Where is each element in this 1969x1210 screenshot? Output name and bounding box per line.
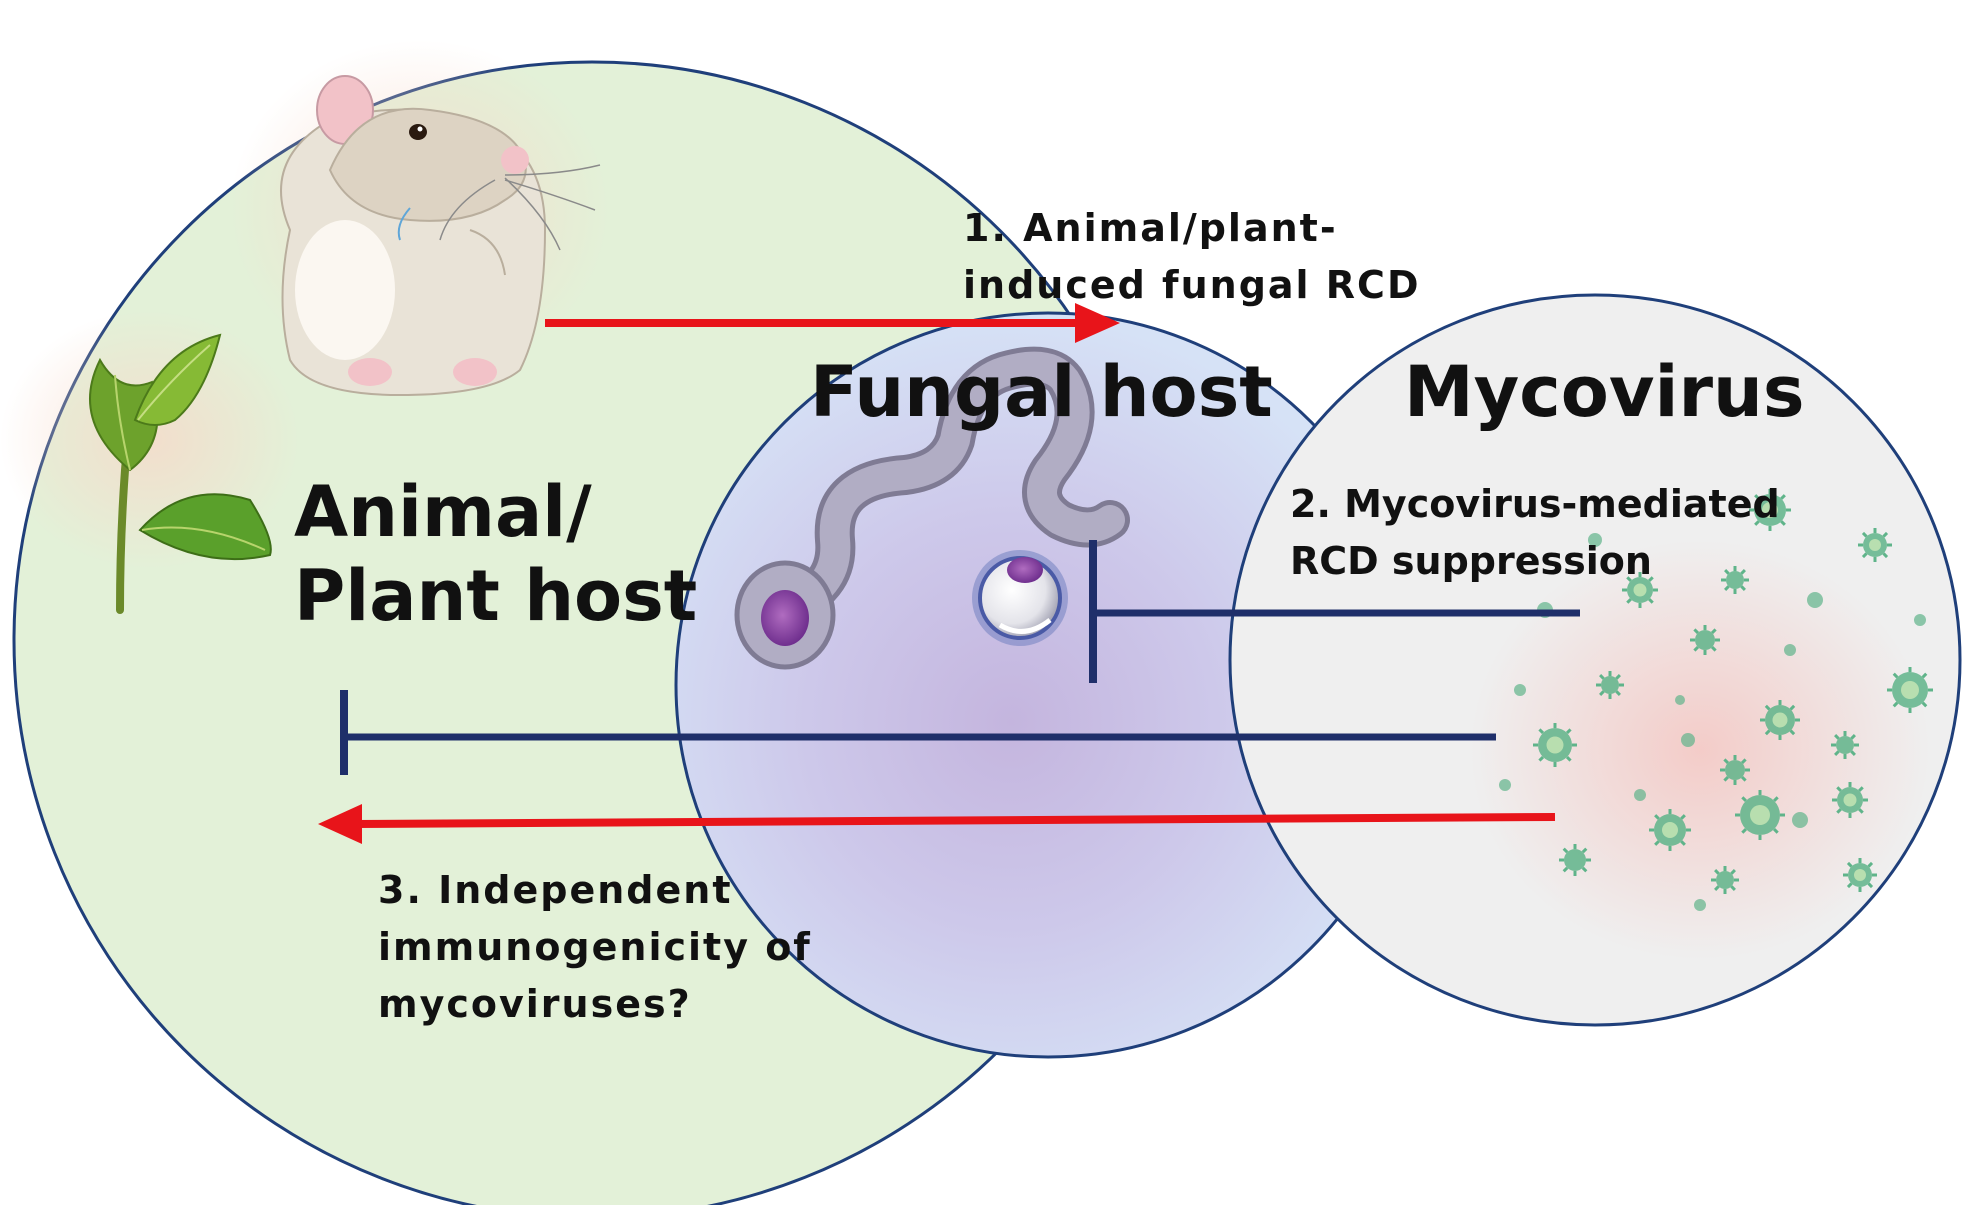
virus-particle-icon: [1622, 572, 1658, 608]
virus-particles: [1499, 489, 1933, 911]
virus-particle-icon: [1499, 779, 1511, 791]
virus-particle-icon: [1711, 866, 1739, 894]
arrow-mycovirus-to-host-head: [318, 804, 362, 844]
virus-particle-icon: [1887, 667, 1933, 713]
virus-particle-icon: [1690, 625, 1720, 655]
virus-particle-icon: [1559, 844, 1591, 876]
virus-particle-icon: [1807, 592, 1823, 608]
virus-particle-icon: [1681, 733, 1695, 747]
virus-particle-icon: [1792, 812, 1808, 828]
leaf-icon: [89, 333, 272, 614]
virus-particle-icon: [1749, 489, 1791, 531]
virus-particle-icon: [1832, 782, 1868, 818]
hypha-icon: [734, 346, 1130, 670]
virus-particle-icon: [1735, 790, 1785, 840]
annotation-step-2: 2. Mycovirus-mediated RCD suppression: [1290, 482, 1780, 583]
host-title: Animal/ Plant host: [294, 471, 698, 637]
virus-particle-icon: [1831, 731, 1859, 759]
virus-particle-icon: [1514, 684, 1526, 696]
mycovirus-title: Mycovirus: [1404, 351, 1805, 433]
virus-particle-icon: [1533, 723, 1577, 767]
virus-particle-icon: [1858, 528, 1892, 562]
arrow-mycovirus-to-host: [354, 813, 1556, 828]
virus-particle-icon: [1721, 566, 1749, 594]
annotation-step-3: 3. Independent immunogenicity of mycovir…: [378, 868, 812, 1026]
virus-particle-icon: [1784, 644, 1796, 656]
virus-particle-icon: [1720, 755, 1750, 785]
virus-particle-icon: [1649, 809, 1691, 851]
virus-particle-icon: [1588, 533, 1602, 547]
fungal-title: Fungal host: [810, 351, 1273, 433]
virus-particle-icon: [1914, 614, 1926, 626]
arrow-host-to-fungal-head: [1075, 303, 1120, 343]
virus-cloud: [1470, 540, 1930, 960]
annotation-step-1: 1. Animal/plant- induced fungal RCD: [963, 206, 1421, 307]
virus-particle-icon: [1843, 858, 1877, 892]
virus-particle-icon: [1596, 671, 1624, 699]
virus-particle-icon: [1760, 700, 1800, 740]
spore-icon: [972, 550, 1068, 646]
mouse-icon: [280, 75, 601, 397]
virus-particle-icon: [1694, 899, 1706, 911]
virus-particle-icon: [1634, 789, 1646, 801]
virus-particle-icon: [1675, 695, 1685, 705]
